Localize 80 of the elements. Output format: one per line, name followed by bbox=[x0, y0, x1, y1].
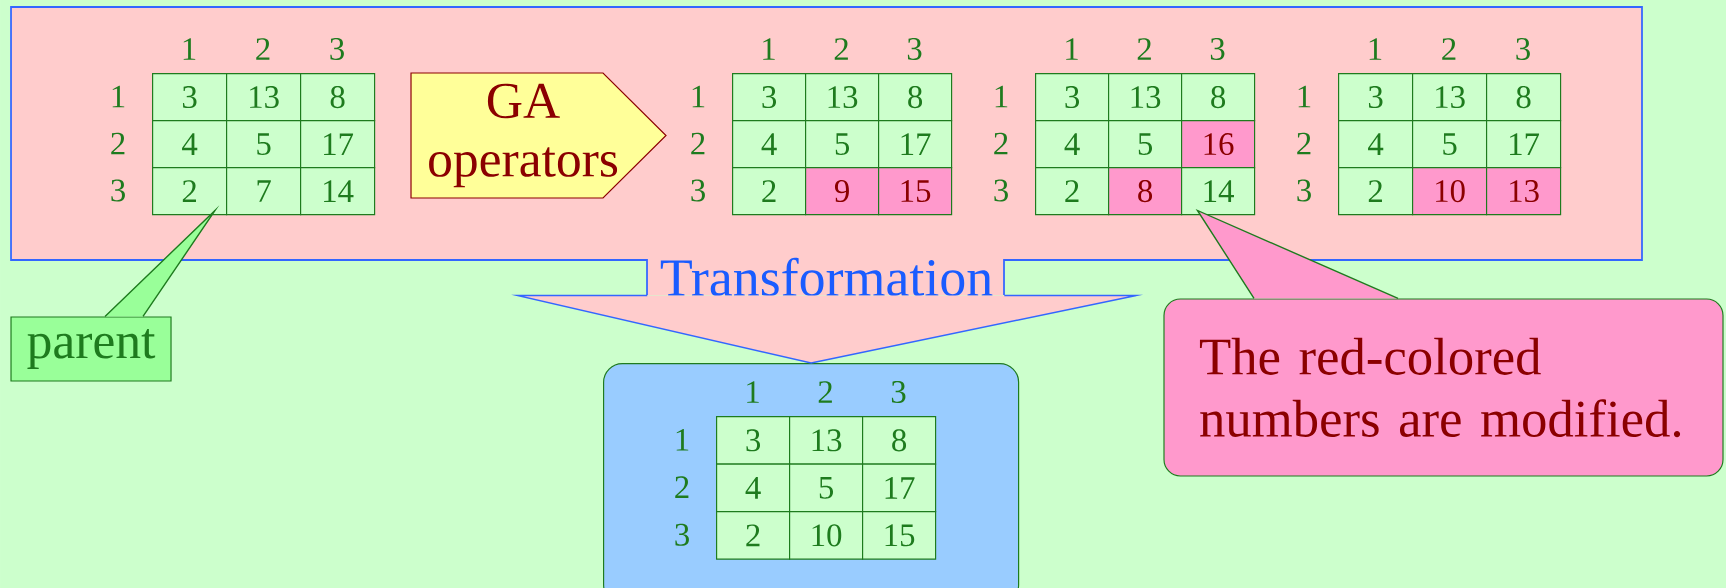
column-number: 1 bbox=[763, 38, 775, 60]
column-number: 3 bbox=[907, 38, 922, 60]
table-cell: 8 bbox=[1108, 167, 1183, 216]
table-cell: 17 bbox=[878, 120, 953, 169]
column-number: 1 bbox=[1369, 38, 1382, 60]
table-cell: 4 bbox=[732, 120, 807, 169]
column-number: 3 bbox=[1210, 38, 1225, 60]
table-cell: 13 bbox=[1108, 73, 1183, 122]
table-cell: 13 bbox=[1412, 73, 1488, 122]
row-number: 2 bbox=[994, 132, 1008, 155]
column-number: 3 bbox=[891, 381, 906, 403]
column-number: 2 bbox=[1137, 38, 1151, 60]
table-cell: 10 bbox=[789, 511, 864, 560]
row-number: 2 bbox=[691, 132, 705, 155]
table-cell: 4 bbox=[716, 463, 791, 513]
table-cell: 2 bbox=[716, 511, 791, 560]
row-number: 1 bbox=[676, 429, 689, 451]
table-cell: 3 bbox=[1338, 73, 1414, 122]
row-number: 1 bbox=[112, 85, 125, 108]
row-number: 2 bbox=[675, 476, 689, 499]
table-cell: 2 bbox=[1338, 167, 1414, 216]
row-number: 1 bbox=[1298, 85, 1311, 108]
table-cell: 9 bbox=[805, 167, 880, 216]
table-cell: 5 bbox=[789, 463, 864, 513]
row-number: 2 bbox=[1297, 132, 1311, 155]
callout-pointer bbox=[104, 205, 220, 318]
table-cell: 16 bbox=[1181, 120, 1256, 169]
table-cell: 8 bbox=[878, 73, 953, 122]
table-cell: 4 bbox=[1338, 120, 1414, 169]
table-cell: 3 bbox=[1035, 73, 1110, 122]
column-number: 2 bbox=[834, 38, 848, 60]
row-number: 1 bbox=[995, 85, 1008, 108]
table-cell: 3 bbox=[152, 73, 228, 122]
column-number: 2 bbox=[1442, 38, 1456, 60]
table-cell: 15 bbox=[862, 511, 937, 560]
row-number: 1 bbox=[692, 85, 705, 108]
row-number: 3 bbox=[111, 179, 125, 202]
column-number: 1 bbox=[183, 38, 196, 60]
table-cell: 10 bbox=[1412, 167, 1488, 216]
column-number: 1 bbox=[1066, 38, 1078, 60]
table-cell: 17 bbox=[1486, 120, 1562, 169]
row-number: 3 bbox=[691, 179, 705, 202]
table-cell: 5 bbox=[805, 120, 880, 169]
table-cell: 13 bbox=[805, 73, 880, 122]
row-number: 3 bbox=[994, 179, 1008, 202]
table-cell: 5 bbox=[226, 120, 302, 169]
table-cell: 14 bbox=[300, 167, 376, 216]
table-cell: 7 bbox=[226, 167, 302, 216]
table-cell: 5 bbox=[1412, 120, 1488, 169]
table-cell: 17 bbox=[300, 120, 376, 169]
table-cell: 3 bbox=[732, 73, 807, 122]
table-cell: 2 bbox=[1035, 167, 1110, 216]
table-cell: 17 bbox=[862, 463, 937, 513]
table-cell: 4 bbox=[152, 120, 228, 169]
table-cell: 2 bbox=[152, 167, 228, 216]
table-cell: 4 bbox=[1035, 120, 1110, 169]
table-cell: 15 bbox=[878, 167, 953, 216]
row-number: 3 bbox=[675, 523, 689, 546]
row-number: 2 bbox=[111, 132, 125, 155]
arrow-box: GA operators bbox=[410, 72, 667, 199]
table-cell: 13 bbox=[226, 73, 302, 122]
table-cell: 5 bbox=[1108, 120, 1183, 169]
table-cell: 13 bbox=[1486, 167, 1562, 216]
column-number: 2 bbox=[256, 38, 270, 60]
panel-title: Transformation bbox=[660, 257, 993, 297]
table-cell: 3 bbox=[716, 416, 791, 465]
table-cell: 8 bbox=[300, 73, 376, 122]
row-number: 3 bbox=[1297, 179, 1311, 202]
table-cell: 8 bbox=[1181, 73, 1256, 122]
table-cell: 2 bbox=[732, 167, 807, 216]
speech-bubble: parent bbox=[10, 316, 172, 382]
table-cell: 8 bbox=[1486, 73, 1562, 122]
table-cell: 13 bbox=[789, 416, 864, 465]
table-cell: 8 bbox=[862, 416, 937, 465]
callout-pointer bbox=[1195, 208, 1399, 300]
column-number: 3 bbox=[1516, 38, 1530, 60]
column-number: 3 bbox=[330, 38, 344, 60]
column-number: 2 bbox=[818, 381, 832, 403]
table-cell: 14 bbox=[1181, 167, 1256, 216]
column-number: 1 bbox=[747, 381, 759, 403]
